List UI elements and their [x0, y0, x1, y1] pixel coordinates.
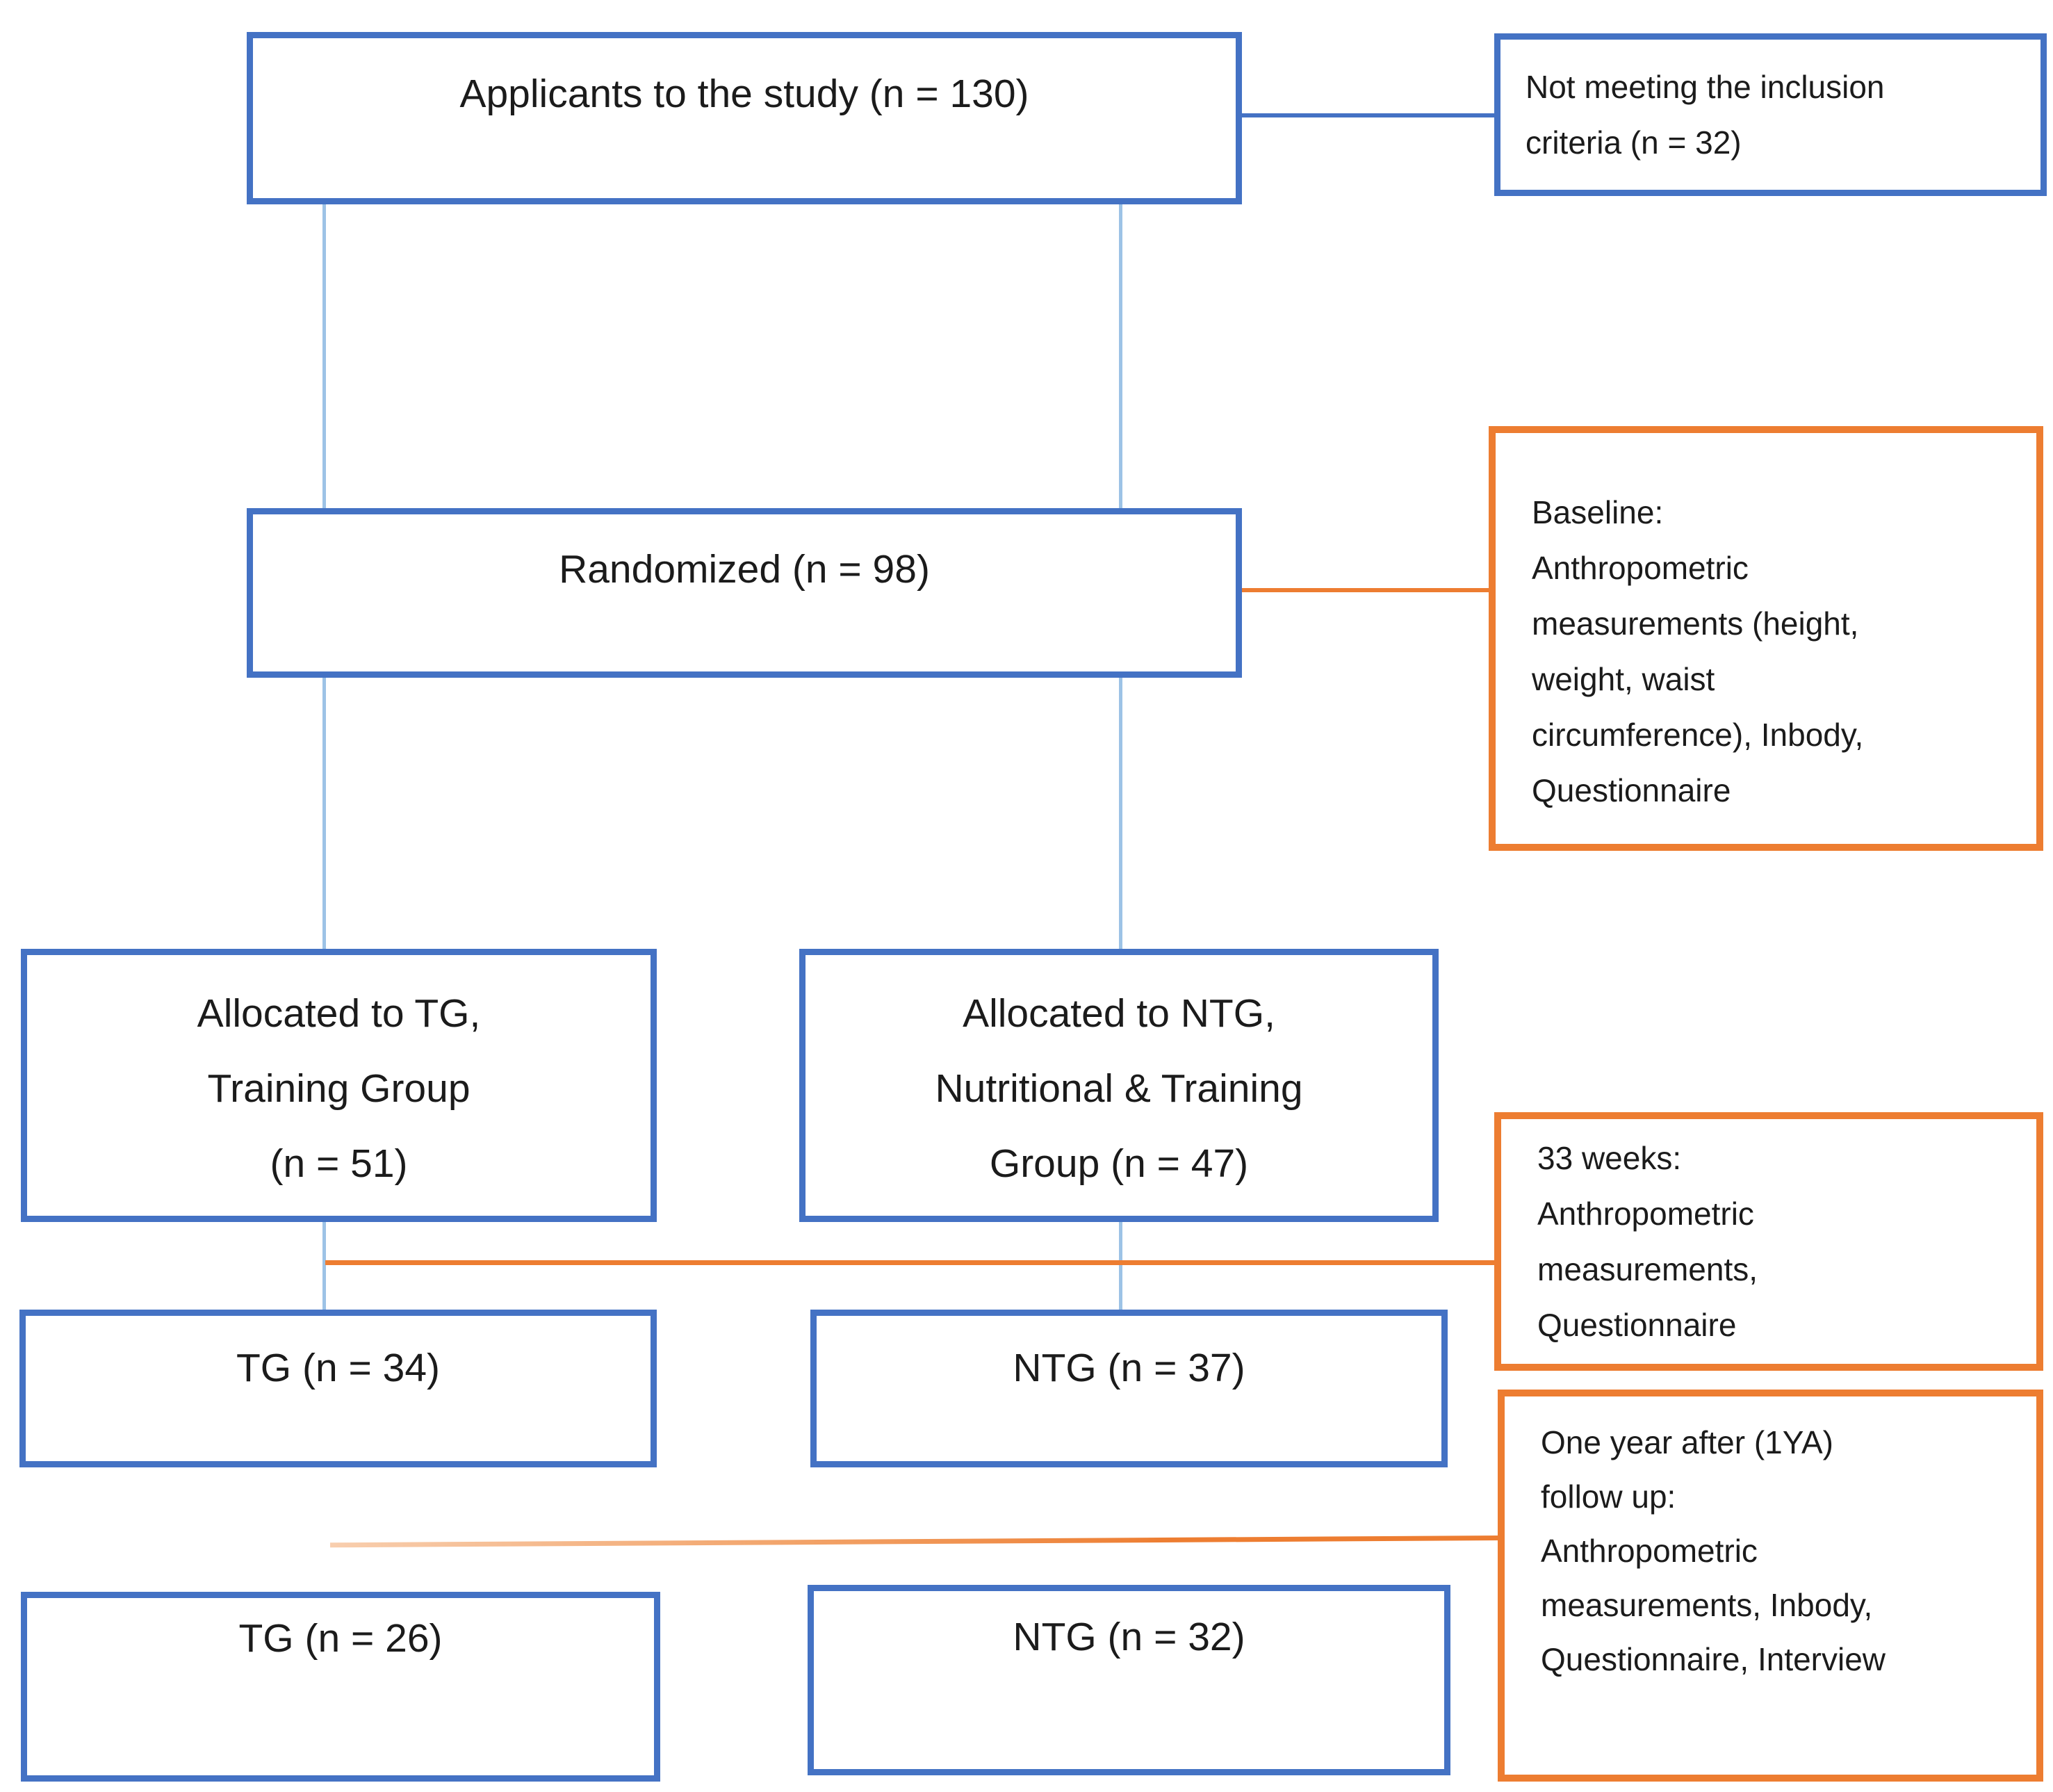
annotation-one-year-line-2: follow up:: [1541, 1479, 1676, 1515]
connector-applicants-to-randomized-right: [1119, 204, 1122, 508]
annotation-baseline-line-5: circumference), Inbody,: [1532, 716, 1864, 753]
connector-randomized-to-allocated-ntg: [1119, 678, 1122, 950]
node-allocated-ntg-line-1: Allocated to NTG,: [963, 991, 1275, 1036]
connector-33-weeks-line: [325, 1260, 1496, 1265]
annotation-one-year-line-4: measurements, Inbody,: [1541, 1587, 1873, 1623]
connector-randomized-to-baseline: [1242, 588, 1490, 592]
node-not-meeting-criteria: Not meeting the inclusion criteria (n = …: [1494, 33, 2047, 196]
node-randomized: Randomized (n = 98): [247, 508, 1242, 678]
node-ntg-32: NTG (n = 32): [808, 1585, 1450, 1775]
connector-allocated-tg-to-tg34: [322, 1222, 326, 1311]
node-tg-34-label: TG (n = 34): [236, 1345, 440, 1390]
annotation-baseline-line-1: Baseline:: [1532, 494, 1664, 530]
node-allocated-ntg-line-3: Group (n = 47): [989, 1141, 1249, 1186]
node-ntg-37: NTG (n = 37): [810, 1310, 1448, 1467]
node-ntg-32-label: NTG (n = 32): [1013, 1615, 1245, 1659]
annotation-33-weeks: 33 weeks: Anthropometric measurements, Q…: [1494, 1112, 2043, 1371]
node-not-meeting-line-1: Not meeting the inclusion: [1526, 69, 1885, 105]
node-tg-26: TG (n = 26): [21, 1592, 660, 1782]
annotation-33-weeks-line-2: Anthropometric: [1537, 1196, 1754, 1232]
connector-randomized-to-allocated-tg: [322, 678, 326, 950]
node-allocated-ntg: Allocated to NTG, Nutritional & Training…: [799, 949, 1439, 1222]
annotation-33-weeks-line-4: Questionnaire: [1537, 1307, 1737, 1343]
node-allocated-tg-line-3: (n = 51): [270, 1141, 408, 1186]
node-applicants: Applicants to the study (n = 130): [247, 32, 1242, 204]
node-tg-26-label: TG (n = 26): [238, 1615, 443, 1661]
node-ntg-37-label: NTG (n = 37): [1013, 1345, 1245, 1390]
node-allocated-tg: Allocated to TG, Training Group (n = 51): [21, 949, 657, 1222]
connector-applicants-to-exclusion: [1242, 113, 1496, 117]
annotation-one-year-line-5: Questionnaire, Interview: [1541, 1641, 1886, 1677]
annotation-baseline-line-6: Questionnaire: [1532, 772, 1731, 808]
node-allocated-tg-line-2: Training Group: [207, 1066, 471, 1111]
annotation-one-year-line-3: Anthropometric: [1541, 1533, 1758, 1569]
node-allocated-tg-line-1: Allocated to TG,: [197, 991, 481, 1036]
annotation-baseline: Baseline: Anthropometric measurements (h…: [1489, 426, 2043, 851]
node-randomized-label: Randomized (n = 98): [559, 547, 930, 592]
annotation-33-weeks-line-3: measurements,: [1537, 1251, 1758, 1287]
annotation-baseline-line-2: Anthropometric: [1532, 549, 1749, 586]
annotation-baseline-line-3: measurements (height,: [1532, 605, 1859, 642]
connector-one-year-line: [330, 1536, 1500, 1548]
annotation-one-year-line-1: One year after (1YA): [1541, 1424, 1833, 1460]
node-applicants-label: Applicants to the study (n = 130): [459, 72, 1029, 116]
node-allocated-ntg-line-2: Nutritional & Training: [935, 1066, 1303, 1111]
annotation-one-year-follow-up: One year after (1YA) follow up: Anthropo…: [1498, 1390, 2043, 1782]
annotation-baseline-line-4: weight, waist: [1532, 660, 1715, 697]
node-tg-34: TG (n = 34): [19, 1310, 657, 1467]
node-not-meeting-line-2: criteria (n = 32): [1526, 124, 1742, 161]
connector-applicants-to-randomized-left: [322, 204, 326, 508]
annotation-33-weeks-line-1: 33 weeks:: [1537, 1140, 1682, 1176]
connector-allocated-ntg-to-ntg37: [1119, 1222, 1122, 1311]
